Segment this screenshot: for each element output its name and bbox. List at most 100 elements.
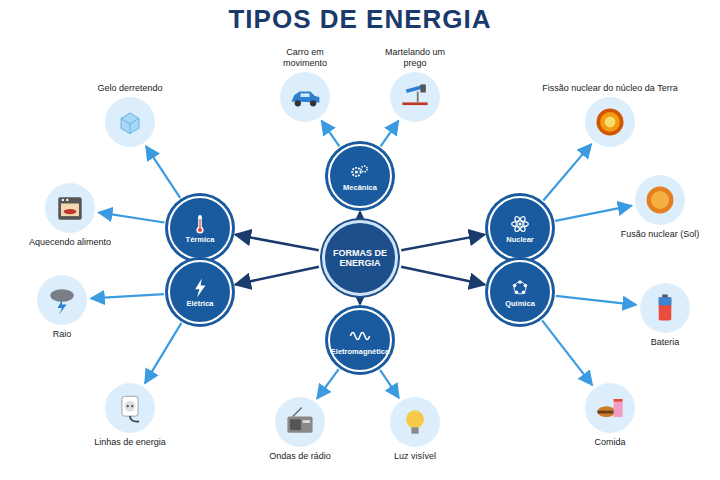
arrow-line <box>146 146 180 198</box>
icon-illustration <box>508 276 532 300</box>
example-node: Comida <box>570 383 650 447</box>
example-label: Comida <box>594 437 625 447</box>
arrow-connector <box>235 235 318 251</box>
arrow-connector <box>555 206 631 221</box>
example-node: Bateria <box>625 283 705 347</box>
arrow-line <box>555 206 631 221</box>
example-node: Fusão nuclear (Sol) <box>610 175 710 239</box>
icon-illustration <box>44 282 80 318</box>
arrow-connector <box>360 212 361 216</box>
category-label: Nuclear <box>506 236 534 244</box>
example-node: Luz visível <box>370 397 460 461</box>
icon-illustration <box>282 404 318 440</box>
category-circle: Elétrica <box>168 260 232 324</box>
arrow-line <box>317 369 339 399</box>
arrow-line <box>145 323 181 383</box>
example-label: Raio <box>53 329 72 339</box>
example-icon-circle <box>640 283 690 333</box>
example-icon-circle <box>45 183 95 233</box>
arrow-connector <box>317 369 339 399</box>
arrow-line <box>359 300 362 304</box>
example-label: Fusão nuclear (Sol) <box>621 229 700 239</box>
arrow-connector <box>401 267 485 285</box>
icon-illustration <box>287 79 323 115</box>
arrow-connector <box>380 370 399 398</box>
category-label: Química <box>505 300 535 308</box>
arrow-connector <box>91 294 164 298</box>
category-label: Mecânica <box>343 184 377 192</box>
arrow-line <box>91 294 164 298</box>
example-node: Carro em movimento <box>270 47 340 122</box>
arrow-line <box>322 121 340 147</box>
arrow-line <box>543 144 591 200</box>
icon-illustration <box>397 404 433 440</box>
arrow-line <box>235 267 319 285</box>
example-icon-circle <box>635 175 685 225</box>
example-node: Gelo derretendo <box>75 83 185 147</box>
arrow-connector <box>146 146 180 198</box>
arrow-line <box>556 296 636 305</box>
arrow-line <box>380 370 399 398</box>
example-label: Gelo derretendo <box>97 83 162 93</box>
icon-illustration <box>348 160 372 184</box>
example-label: Carro em movimento <box>270 47 340 68</box>
arrow-line <box>235 235 318 251</box>
example-label: Aquecendo alimento <box>29 237 111 247</box>
icon-illustration <box>397 79 433 115</box>
arrow-connector <box>542 320 592 385</box>
example-node: Martelando um prego <box>380 47 450 122</box>
diagram-title: TIPOS DE ENERGIA <box>0 4 720 35</box>
arrow-connector <box>556 296 636 305</box>
arrow-connector <box>381 121 399 147</box>
arrow-connector <box>543 144 591 200</box>
hub-label: FORMAS DE ENERGIA <box>331 248 389 269</box>
example-label: Fissão nuclear do núcleo da Terra <box>542 83 677 93</box>
example-icon-circle <box>275 397 325 447</box>
example-label: Martelando um prego <box>380 47 450 68</box>
example-node: Fissão nuclear do núcleo da Terra <box>525 83 695 147</box>
arrow-connector <box>99 212 165 222</box>
arrow-line <box>401 235 484 251</box>
category-label: Térmica <box>186 236 215 244</box>
icon-illustration <box>348 324 372 348</box>
hub-circle: FORMAS DE ENERGIA <box>322 220 398 296</box>
icon-illustration <box>642 182 678 218</box>
arrow-line <box>401 267 485 285</box>
category-circle: Nuclear <box>488 196 552 260</box>
arrow-line <box>359 212 362 216</box>
category-circle: Eletromagnética <box>328 308 392 372</box>
example-icon-circle <box>390 72 440 122</box>
category-label: Eletromagnética <box>331 348 389 356</box>
example-label: Luz visível <box>394 451 436 461</box>
example-node: Raio <box>22 275 102 339</box>
arrow-connector <box>322 121 340 147</box>
example-label: Bateria <box>651 337 680 347</box>
icon-illustration <box>592 390 628 426</box>
example-icon-circle <box>105 97 155 147</box>
icon-illustration <box>112 104 148 140</box>
arrow-line <box>99 212 165 222</box>
arrow-connector <box>235 267 319 285</box>
arrow-connector <box>401 235 484 251</box>
example-label: Linhas de energia <box>94 437 166 447</box>
icon-illustration <box>647 290 683 326</box>
example-icon-circle <box>585 383 635 433</box>
icon-illustration <box>592 104 628 140</box>
icon-illustration <box>52 190 88 226</box>
category-circle: Mecânica <box>328 144 392 208</box>
arrow-connector <box>360 300 361 304</box>
example-node: Ondas de rádio <box>250 397 350 461</box>
category-circle: Química <box>488 260 552 324</box>
example-icon-circle <box>585 97 635 147</box>
example-label: Ondas de rádio <box>269 451 331 461</box>
example-node: Linhas de energia <box>75 383 185 447</box>
example-icon-circle <box>105 383 155 433</box>
icon-illustration <box>112 390 148 426</box>
example-icon-circle <box>390 397 440 447</box>
example-icon-circle <box>37 275 87 325</box>
arrow-connector <box>145 323 181 383</box>
icon-illustration <box>188 276 212 300</box>
icon-illustration <box>188 212 212 236</box>
example-node: Aquecendo alimento <box>15 183 125 247</box>
